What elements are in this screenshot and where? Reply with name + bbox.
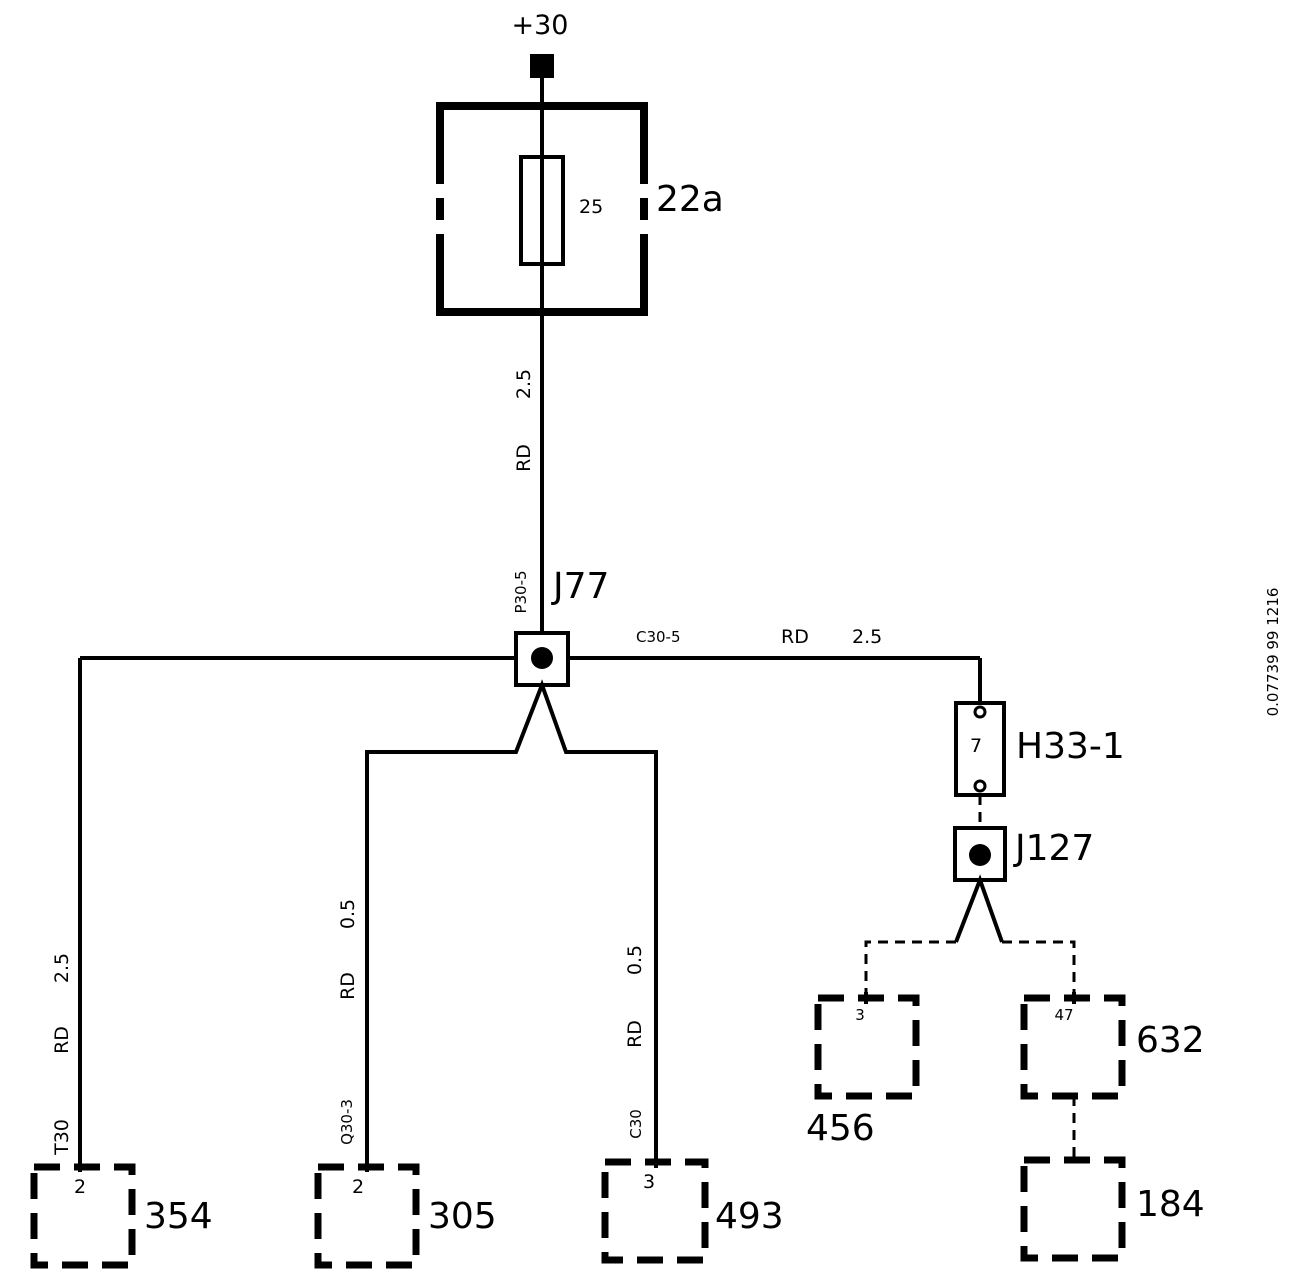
branch-size-493: 0.5: [624, 945, 646, 975]
component-184-box: [1020, 1156, 1126, 1262]
j77-fork: [365, 679, 658, 1165]
j127-branch-456: [864, 940, 956, 998]
c305-color: RD: [781, 626, 809, 648]
component-493-terminal: 3: [643, 1171, 655, 1193]
j77-node: [531, 647, 553, 669]
component-456-box: [814, 994, 920, 1100]
component-184-label: 184: [1136, 1184, 1205, 1225]
fuse-h33-1-number: 7: [970, 735, 982, 757]
component-456-terminal: 3: [855, 1006, 865, 1024]
fuse-h33-1-id: H33-1: [1016, 726, 1125, 767]
component-632-label: 632: [1136, 1020, 1205, 1061]
supply-label: +30: [512, 10, 569, 41]
branch-pin-354: T30: [51, 1119, 73, 1156]
component-305-terminal: 2: [352, 1176, 364, 1198]
j127-fork: [954, 874, 1004, 943]
fuse-box-id: 22a: [656, 179, 724, 220]
main-wire-size: 2.5: [513, 369, 535, 399]
branch-size-305: 0.5: [337, 899, 359, 929]
component-354-label: 354: [144, 1196, 213, 1237]
branch-pin-305: Q30-3: [338, 1099, 356, 1145]
component-456-label: 456: [806, 1108, 875, 1149]
branch-pin-493: C30: [627, 1109, 645, 1139]
c305-size: 2.5: [852, 626, 882, 648]
j127-id: J127: [1013, 828, 1094, 869]
j127-node: [969, 844, 991, 866]
branch-color-493: RD: [624, 1020, 646, 1048]
fuse-h33-1-top-contact: [973, 705, 987, 719]
branch-size-354: 2.5: [51, 953, 73, 983]
main-wire-color: RD: [513, 444, 535, 472]
fuse-h33-1-bottom-contact: [973, 779, 987, 793]
j77-pin: P30-5: [512, 570, 530, 613]
component-354-box: [30, 1163, 136, 1269]
j77-id: J77: [551, 566, 609, 607]
supply-terminal: [530, 54, 554, 78]
component-305-box: [314, 1163, 420, 1269]
branch-color-305: RD: [337, 972, 359, 1000]
component-354-terminal: 2: [74, 1176, 86, 1198]
fuse-rating: 25: [579, 196, 603, 218]
component-305-label: 305: [428, 1196, 497, 1237]
c305-pin: C30-5: [636, 628, 681, 646]
document-id: 0.07739 99 1216: [1264, 588, 1282, 717]
j127-branch-632: [1002, 940, 1076, 998]
branch-color-354: RD: [51, 1026, 73, 1054]
component-632-terminal: 47: [1054, 1006, 1073, 1024]
component-493-label: 493: [715, 1196, 784, 1237]
